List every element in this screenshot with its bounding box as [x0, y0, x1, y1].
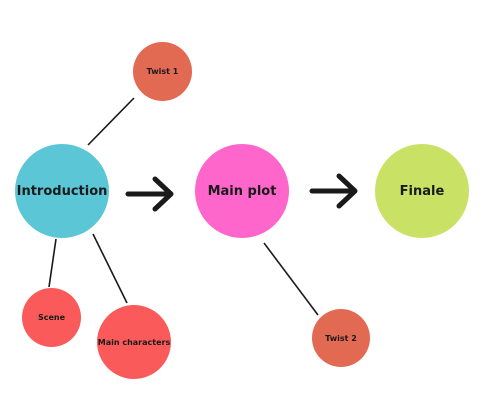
node-label: Main plot: [207, 183, 277, 199]
edge-introduction-scene: [48, 238, 57, 288]
edge-introduction-twist1: [87, 97, 135, 146]
node-label: Introduction: [16, 183, 108, 199]
arrow-head-icon: [336, 173, 358, 209]
edge-main-plot-twist2: [263, 242, 319, 316]
node-twist-1: Twist 1: [133, 42, 192, 101]
arrow-main-plot-to-finale: [309, 173, 358, 209]
arrow-introduction-to-main-plot: [125, 176, 174, 212]
node-label: Twist 1: [146, 67, 179, 76]
node-twist-2: Twist 2: [312, 309, 370, 367]
node-label: Twist 2: [325, 333, 357, 343]
node-finale: Finale: [375, 144, 469, 238]
edge-introduction-main-characters: [92, 233, 128, 304]
node-scene: Scene: [22, 288, 81, 347]
node-main-plot: Main plot: [195, 144, 289, 238]
arrow-head-icon: [152, 176, 174, 212]
node-label: Scene: [37, 313, 66, 322]
node-label: Main characters: [97, 337, 171, 347]
node-introduction: Introduction: [15, 144, 109, 238]
node-main-characters: Main characters: [97, 305, 171, 379]
node-label: Finale: [399, 183, 445, 199]
